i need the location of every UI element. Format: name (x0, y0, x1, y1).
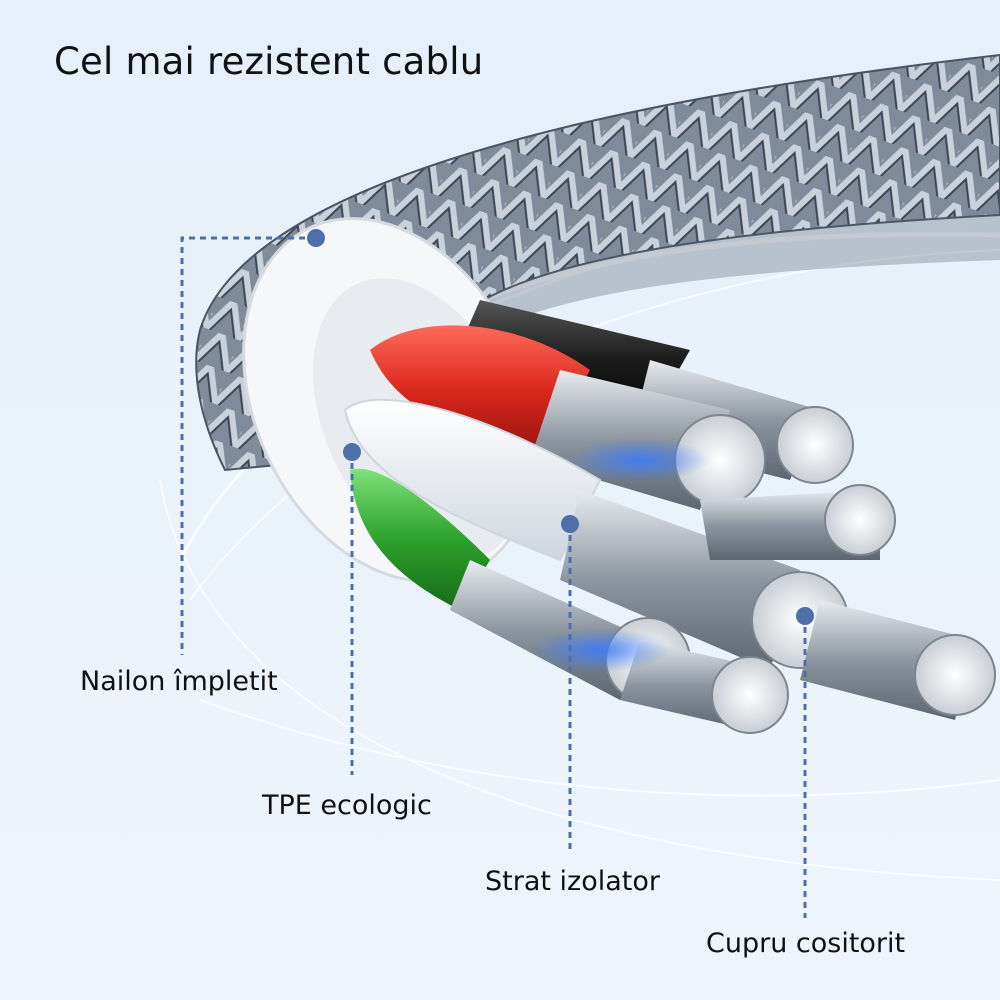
braid-shadow (455, 215, 1000, 340)
leader-dot (307, 229, 325, 247)
label-tinned-copper: Cupru cositorit (706, 928, 906, 959)
strand-bundle-end (711, 656, 789, 734)
leader-dot (796, 607, 814, 625)
leader-dots (307, 229, 814, 625)
leader-dot (561, 515, 579, 533)
blue-glow (530, 628, 670, 672)
strand-bundle-end (776, 406, 854, 484)
leader-lines (180, 236, 807, 918)
label-insulation-layer: Strat izolator (485, 866, 660, 897)
blue-glow (570, 438, 710, 482)
leader-dot (343, 443, 361, 461)
leader-nylon (180, 236, 316, 655)
label-tpe: TPE ecologic (262, 790, 432, 821)
label-braided-nylon: Nailon împletit (80, 666, 278, 697)
strand-bundle-end (824, 484, 896, 556)
headline: Cel mai rezistent cablu (54, 40, 484, 83)
strand-bundle-end (914, 634, 996, 716)
